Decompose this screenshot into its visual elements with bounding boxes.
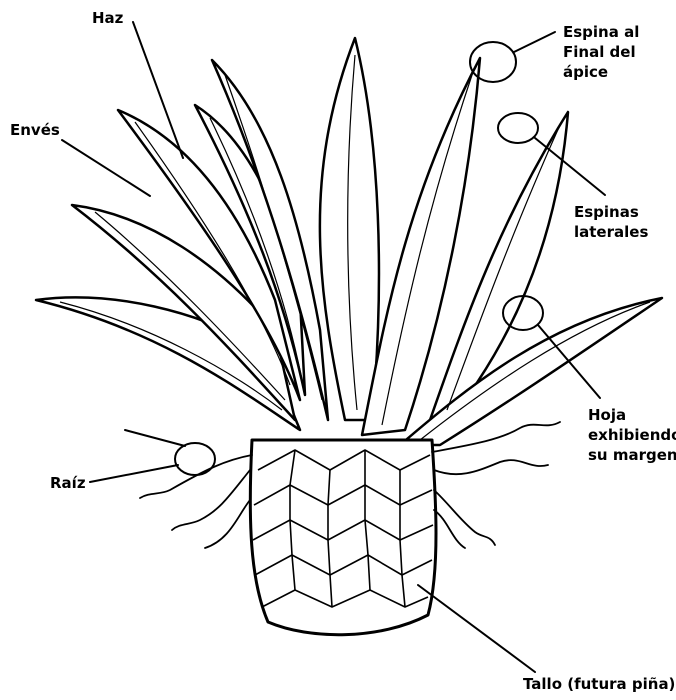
callout-circle-root xyxy=(175,443,215,475)
root-left-1 xyxy=(140,455,252,498)
leaf-center xyxy=(320,38,379,420)
label-raiz: Raíz xyxy=(50,473,86,493)
root-right-2 xyxy=(434,460,548,474)
label-enves: Envés xyxy=(10,120,60,140)
leader-raiz-2 xyxy=(125,430,185,446)
leader-raiz-1 xyxy=(90,465,178,482)
label-haz: Haz xyxy=(92,8,123,28)
label-tallo: Tallo (futura piña) xyxy=(523,674,675,694)
root-right-4 xyxy=(434,510,465,548)
root-left-3 xyxy=(205,500,250,548)
label-espina-apice: Espina al Final del ápice xyxy=(563,22,639,82)
root-right-3 xyxy=(434,490,495,545)
label-espinas-laterales: Espinas laterales xyxy=(574,202,648,242)
label-hoja-margen: Hoja exhibiendo su margen xyxy=(588,405,676,465)
leader-espina-apice xyxy=(514,32,555,52)
root-left-2 xyxy=(172,470,250,530)
leader-enves xyxy=(62,140,150,196)
callout-circle-lateral xyxy=(498,113,538,143)
leader-tallo xyxy=(418,585,535,672)
